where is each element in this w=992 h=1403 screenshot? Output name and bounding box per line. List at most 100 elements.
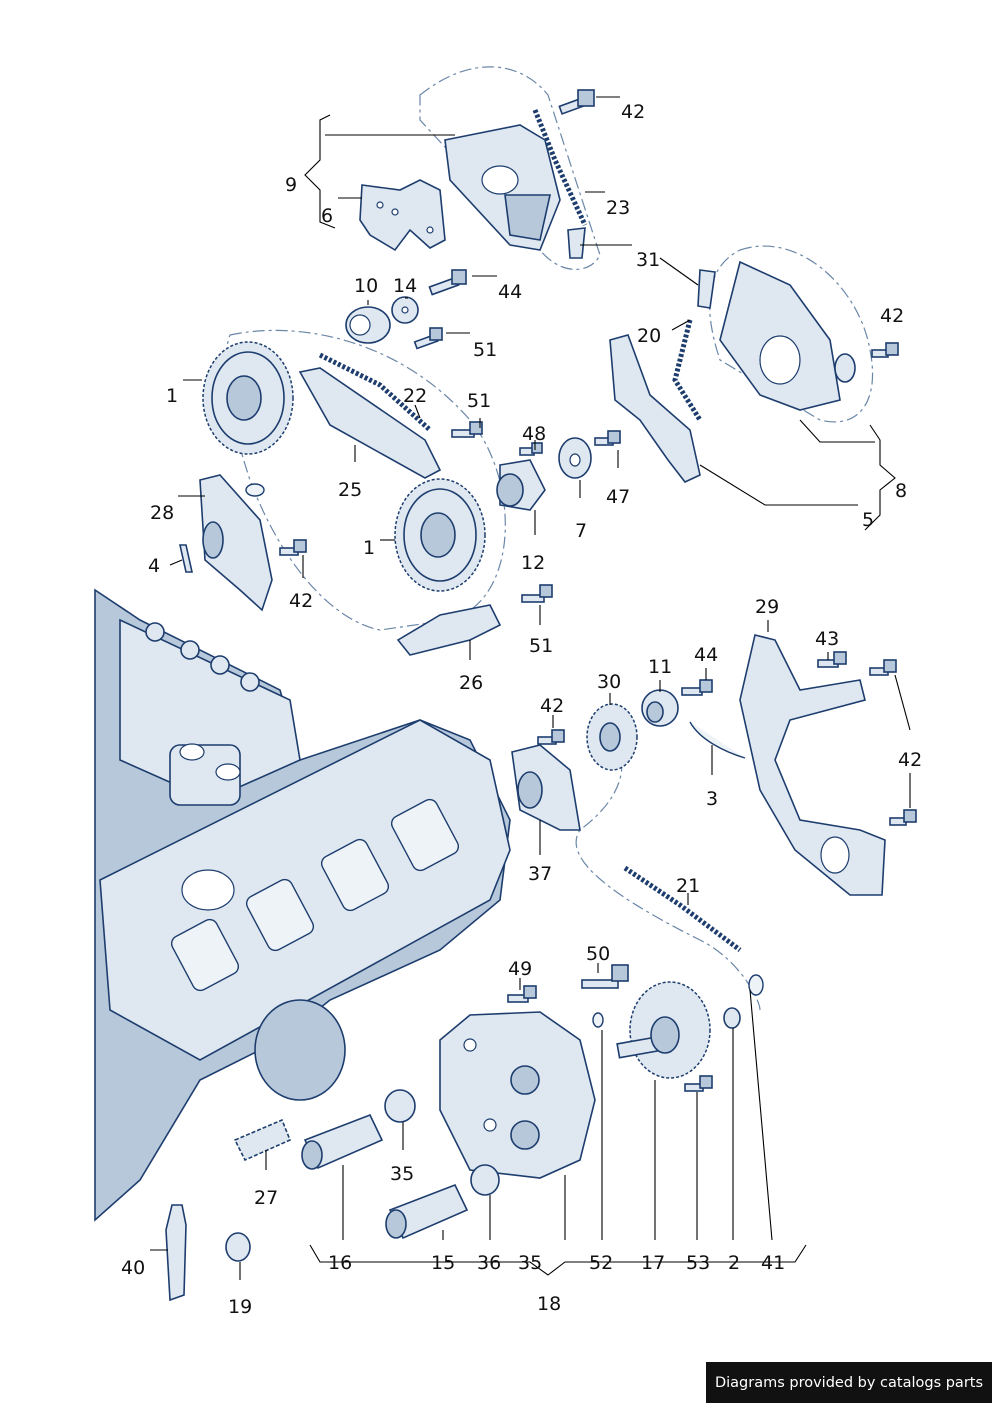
cylinder-head	[94, 588, 511, 1222]
callout-label: 15	[431, 1252, 455, 1274]
callout-label: 35	[390, 1163, 414, 1185]
sprocket-1-lower	[394, 478, 486, 592]
callout-label: 28	[150, 502, 174, 524]
callout-label: 5	[862, 509, 874, 531]
bolt-44-top	[428, 269, 467, 296]
bearing-12	[496, 459, 546, 511]
chain-housing-9	[444, 124, 561, 251]
bolt-42-top	[558, 89, 595, 115]
o-ring-19	[225, 1232, 251, 1262]
plate-5	[609, 334, 701, 483]
callout-label: 12	[521, 552, 545, 574]
callout-label: 43	[815, 628, 839, 650]
washer-7	[558, 437, 592, 479]
shaft-16	[301, 1113, 384, 1170]
callout-label: 51	[467, 390, 491, 412]
callout-label: 47	[606, 486, 630, 508]
callout-label: 14	[393, 275, 417, 297]
washer-14	[391, 296, 419, 324]
chain-housing-8	[719, 260, 856, 411]
callout-label: 21	[676, 875, 700, 897]
callout-label: 19	[228, 1296, 252, 1318]
callout-label: 18	[537, 1293, 561, 1315]
callout-label: 8	[895, 480, 907, 502]
tensioner-pad	[697, 269, 716, 309]
sprocket-1-upper	[202, 341, 294, 455]
callout-label: 27	[254, 1187, 278, 1209]
callout-label: 37	[528, 863, 552, 885]
chain-21	[623, 865, 742, 952]
seal-35	[384, 1089, 416, 1123]
callout-label: 49	[508, 958, 532, 980]
sprocket-30	[586, 703, 638, 771]
callout-label: 16	[328, 1252, 352, 1274]
bolt-42-r-bot	[889, 809, 917, 826]
chain-housing-29	[739, 634, 886, 896]
housing-37	[511, 744, 581, 831]
callout-label: 50	[586, 943, 610, 965]
chain-22	[318, 352, 432, 432]
oil-pump-18	[439, 1011, 596, 1179]
callout-labels: 42 23 9 6 31 10 14 44 51 20 1 22 51 42 4…	[121, 101, 922, 1318]
callout-label: 10	[354, 275, 378, 297]
bolt-42-right	[871, 342, 899, 358]
gear-17	[616, 981, 711, 1079]
callout-label: 17	[641, 1252, 665, 1274]
leader-lines	[150, 96, 911, 1280]
callout-label: 20	[637, 325, 661, 347]
callout-label: 11	[648, 656, 672, 678]
bolt-51-mid	[451, 421, 483, 438]
callout-label: 51	[473, 339, 497, 361]
callout-label: 23	[606, 197, 630, 219]
bolt-48	[519, 442, 543, 456]
bolt-42-left	[279, 539, 307, 556]
bolt-51-lower	[521, 584, 553, 603]
group-outline-upper-right	[419, 66, 601, 270]
callout-label: 3	[706, 788, 718, 810]
bolt-53	[684, 1075, 713, 1092]
guide-rail-25	[298, 367, 442, 479]
chain-20	[672, 319, 703, 422]
callout-label: 9	[285, 174, 297, 196]
callout-label: 48	[522, 423, 546, 445]
tensioner-10	[345, 306, 391, 344]
callout-label: 42	[540, 695, 564, 717]
tensioner-28	[199, 474, 273, 612]
callout-label: 2	[728, 1252, 740, 1274]
bolt-42-mid	[537, 729, 565, 745]
callout-label: 6	[321, 205, 333, 227]
seal-36	[470, 1164, 500, 1196]
callout-label: 42	[898, 749, 922, 771]
callout-label: 7	[575, 520, 587, 542]
callout-label: 42	[880, 305, 904, 327]
tensioner-pad-31	[567, 227, 586, 259]
callout-label: 53	[686, 1252, 710, 1274]
callout-label: 52	[589, 1252, 613, 1274]
callout-label: 35	[518, 1252, 542, 1274]
catalog-credit-banner: Diagrams provided by catalogs parts	[706, 1362, 992, 1403]
bolt-44-mid	[681, 679, 713, 696]
callout-label: 31	[636, 249, 660, 271]
plate-6	[359, 179, 446, 252]
callout-label: 44	[694, 644, 718, 666]
callout-label: 22	[403, 385, 427, 407]
chain-23	[532, 109, 588, 227]
group-outline-lower	[575, 719, 761, 1011]
callout-label: 29	[755, 596, 779, 618]
group-outline-right	[709, 245, 874, 423]
pin-4	[179, 544, 193, 573]
callout-label: 44	[498, 281, 522, 303]
callout-label: 40	[121, 1257, 145, 1279]
circlip-41	[748, 974, 764, 996]
callout-label: 36	[477, 1252, 501, 1274]
bolt-43	[817, 651, 847, 668]
callout-label: 25	[338, 479, 362, 501]
banner-text: Diagrams provided by catalogs parts	[714, 1374, 984, 1391]
bolt-51-upper	[413, 327, 443, 350]
tensioner-11	[641, 689, 679, 727]
callout-label: 4	[148, 555, 160, 577]
clip-3	[689, 721, 746, 759]
callout-label: 1	[363, 537, 375, 559]
bolt-49	[507, 985, 537, 1003]
